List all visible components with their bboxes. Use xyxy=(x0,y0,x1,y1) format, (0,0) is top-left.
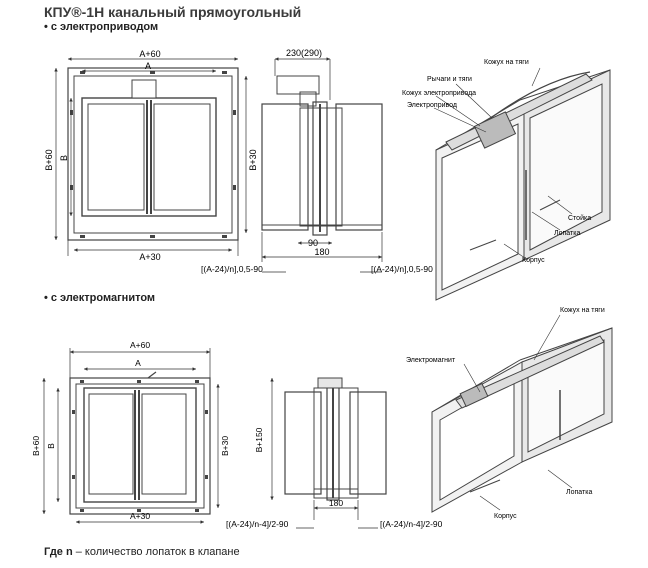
top-dim-180: 180 xyxy=(314,247,329,257)
top-label-actuator-cover: Кожух электропривода xyxy=(402,90,476,97)
bottom-dim-a60: A+60 xyxy=(130,340,150,350)
top-front-dimensions xyxy=(54,57,248,256)
top-formula-right: [(A-24)/n],0,5-90 xyxy=(371,264,433,274)
bottom-dim-b60: B+60 xyxy=(31,436,41,456)
top-dim-b30: B+30 xyxy=(248,149,258,170)
top-dim-a30: A+30 xyxy=(139,252,160,262)
top-label-post: Стойка xyxy=(568,214,591,222)
section-actuator-heading: с электроприводом xyxy=(44,21,158,33)
footnote: Где n – количество лопаток в клапане xyxy=(44,546,240,558)
footnote-text: – количество лопаток в клапане xyxy=(72,546,240,558)
top-formula-left: [(A-24)/n],0,5-90 xyxy=(201,264,263,274)
bottom-isometric-view xyxy=(431,327,613,513)
bottom-side-dimensions xyxy=(270,378,378,529)
bottom-label-cover: Кожух на тяги xyxy=(560,307,605,314)
bottom-dim-a: A xyxy=(135,358,141,368)
bottom-dim-b150: B+150 xyxy=(254,427,264,452)
bottom-label-blade: Лопатка xyxy=(566,489,592,496)
top-label-levers: Рычаги и тяги xyxy=(427,76,472,83)
bottom-dim-b: B xyxy=(46,443,56,449)
bottom-label-magnet: Электромагнит xyxy=(406,357,456,364)
top-label-cover: Кожух на тяги xyxy=(484,59,529,66)
bottom-callout-lines xyxy=(463,314,573,511)
bottom-formula-left: [(A-24)/n-4]/2-90 xyxy=(226,519,289,529)
top-dim-230: 230(290) xyxy=(286,48,322,58)
top-side-view xyxy=(261,75,383,236)
top-side-dimensions xyxy=(261,57,383,273)
top-label-blade: Лопатка xyxy=(554,230,580,237)
bottom-dim-b30: B+30 xyxy=(220,436,230,456)
footnote-term: Где n xyxy=(44,546,73,558)
top-isometric-view xyxy=(435,69,611,301)
page-title: КПУ®-1Н канальный прямоугольный xyxy=(44,4,302,20)
top-dim-a: A xyxy=(145,61,151,71)
top-dim-a60: A+60 xyxy=(139,49,160,59)
top-callout-lines xyxy=(433,67,573,261)
section-magnet-heading: с электромагнитом xyxy=(44,292,155,304)
bottom-front-view xyxy=(69,371,211,515)
bottom-formula-right: [(A-24)/n-4]/2-90 xyxy=(380,519,443,529)
top-dim-90: 90 xyxy=(308,238,318,248)
top-label-actuator: Электропривод xyxy=(407,102,457,109)
bottom-side-view xyxy=(284,377,387,501)
top-front-view xyxy=(67,67,239,241)
bottom-dim-180: 180 xyxy=(329,498,343,508)
bottom-front-dimensions xyxy=(42,348,220,524)
bottom-label-body: Корпус xyxy=(494,513,517,520)
top-label-body: Корпус xyxy=(522,257,545,264)
top-dim-b60: B+60 xyxy=(44,149,54,170)
bottom-dim-a30: A+30 xyxy=(130,511,150,521)
top-dim-b: B xyxy=(59,155,69,161)
